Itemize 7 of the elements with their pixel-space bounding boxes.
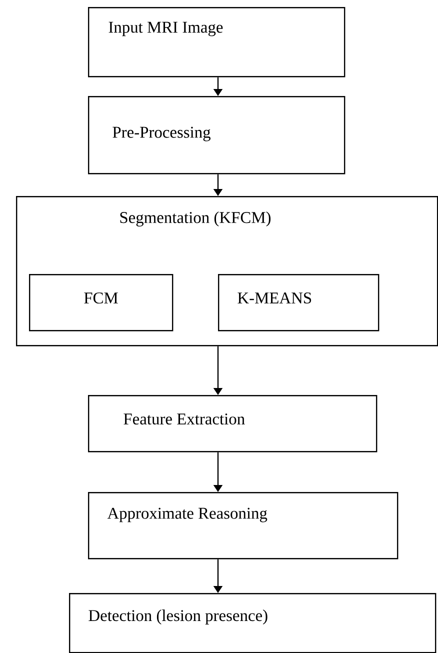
process-box: Feature Extraction	[88, 395, 378, 452]
inner-box: FCM	[29, 274, 174, 332]
process-box: Pre-Processing	[88, 96, 346, 174]
process-box: Detection (lesion presence)	[69, 593, 436, 653]
process-box: Approximate Reasoning	[88, 492, 398, 560]
process-box: Input MRI Image	[88, 7, 346, 78]
inner-box: K-MEANS	[218, 274, 380, 332]
